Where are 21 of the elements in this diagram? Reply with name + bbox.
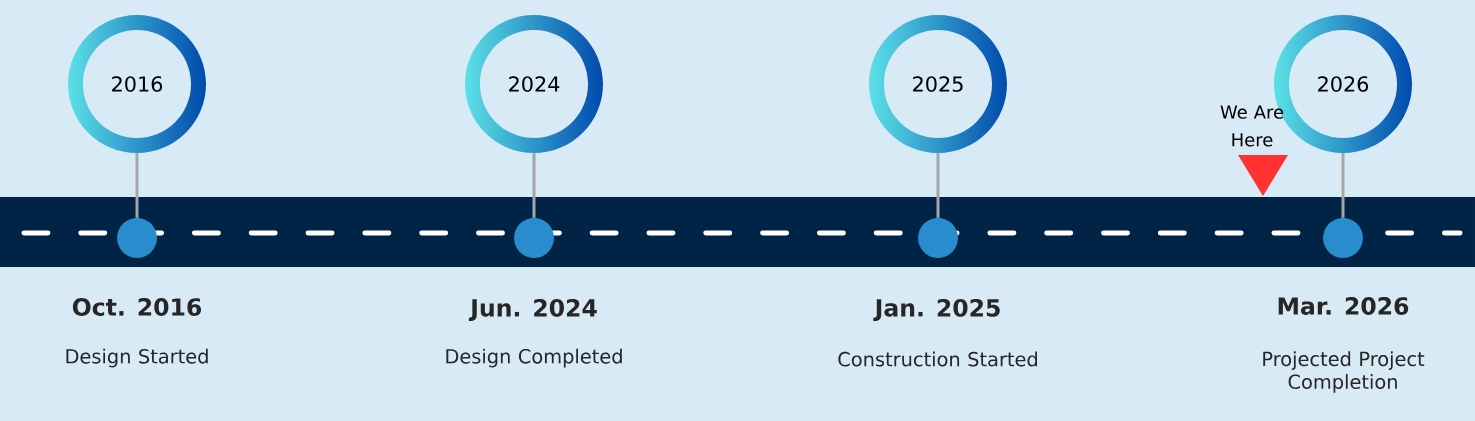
milestone-description: Design Completed xyxy=(446,348,622,368)
year-ring: 2025 xyxy=(913,76,963,92)
milestone-description: Design Started xyxy=(66,348,208,368)
year-ring: 2016 xyxy=(112,76,163,92)
location-label: We Are Here xyxy=(1220,105,1284,147)
year-ring: 2026 xyxy=(1318,76,1369,92)
connector-stem xyxy=(1341,153,1345,218)
milestone-description: Projected Project Completion xyxy=(1263,351,1425,393)
timeline-dot xyxy=(117,218,157,258)
timeline-dot xyxy=(1323,218,1363,258)
timeline-dot xyxy=(918,218,958,258)
connector-stem xyxy=(135,153,139,218)
milestone-date: Jan. 2025 xyxy=(873,298,1000,322)
connector-stem xyxy=(532,153,536,218)
timeline-dot xyxy=(514,218,554,258)
connector-stem xyxy=(936,153,940,218)
milestone-date: Mar. 2026 xyxy=(1278,297,1409,315)
milestone-date: Oct. 2016 xyxy=(72,298,202,316)
year-ring: 2024 xyxy=(509,76,560,92)
milestone-date: Jun. 2024 xyxy=(468,298,597,322)
milestone-description: Construction Started xyxy=(838,351,1037,367)
